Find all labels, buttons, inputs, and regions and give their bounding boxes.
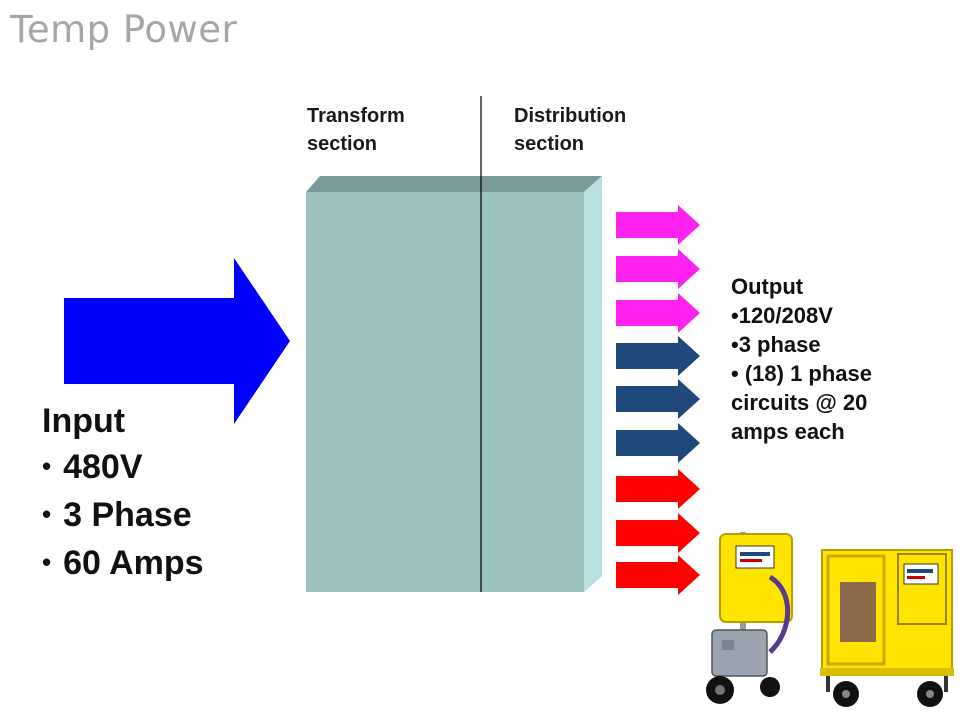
output-item-voltage: 120/208V	[731, 301, 931, 330]
output-arrows-group	[616, 205, 700, 595]
panel-top-face	[306, 176, 602, 192]
output-arrow-magenta	[616, 293, 700, 333]
output-arrow-navy	[616, 423, 700, 463]
output-arrow-magenta	[616, 249, 700, 289]
output-arrow-navy	[616, 379, 700, 419]
input-arrow	[64, 258, 290, 424]
output-arrow-red	[616, 555, 700, 595]
output-arrow-magenta	[616, 205, 700, 245]
portable-power-cart-small	[706, 532, 793, 704]
output-item-phase: 3 phase	[731, 330, 931, 359]
output-item-circuits: (18) 1 phase circuits @ 20 amps each	[731, 359, 931, 446]
distribution-label-line-2: section	[514, 133, 585, 155]
input-specs: Input 480V 3 Phase 60 Amps	[42, 398, 204, 588]
input-heading: Input	[42, 402, 126, 440]
output-arrow-red	[616, 513, 700, 553]
output-heading: Output	[731, 274, 804, 299]
distribution-section-label: Distribution section	[514, 102, 684, 158]
portable-power-cart-large	[820, 549, 954, 707]
output-circuits-line-2: circuits @ 20	[731, 390, 868, 415]
panel-front-face	[306, 192, 584, 592]
output-circuits-line-1: (18) 1 phase	[744, 361, 872, 386]
panel-side-face	[584, 176, 602, 592]
transform-label-line-1: Transform	[307, 105, 405, 127]
input-item-voltage: 480V	[42, 444, 204, 492]
output-list: 120/208V 3 phase (18) 1 phase circuits @…	[731, 301, 931, 446]
transform-section-label: Transform section	[307, 102, 477, 158]
output-arrow-navy	[616, 336, 700, 376]
transform-label-line-2: section	[307, 133, 378, 155]
output-circuits-line-3: amps each	[731, 419, 845, 444]
input-item-amps: 60 Amps	[42, 540, 203, 588]
slide-title: Temp Power	[10, 8, 238, 51]
output-arrow-red	[616, 469, 700, 509]
input-list: 480V 3 Phase 60 Amps	[42, 444, 204, 588]
output-specs: Output 120/208V 3 phase (18) 1 phase cir…	[731, 272, 931, 446]
distribution-label-line-1: Distribution	[514, 105, 627, 127]
input-item-phase: 3 Phase	[42, 492, 204, 540]
